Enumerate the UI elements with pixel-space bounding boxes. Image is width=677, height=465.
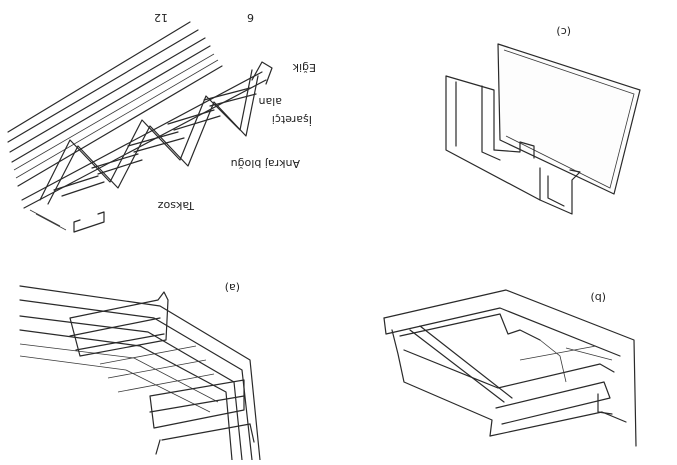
panel-b-drawing: (b) [383, 289, 637, 447]
truss-labels: 12 6 Eğik alan İşaretçi Ankraj bloğu Tak… [154, 11, 316, 212]
label-ankraj: Ankraj bloğu [231, 157, 300, 170]
label-taksoz: Taksoz [158, 199, 195, 212]
panel-label-a: (a) [225, 281, 240, 294]
panel-label-c: (c) [556, 25, 571, 38]
label-isaretci: İşaretçi [272, 113, 312, 126]
label-egik: Eğik [292, 61, 316, 74]
panel-c-drawing: (c) [445, 25, 641, 215]
label-alan: alan [258, 95, 282, 108]
label-num-6: 6 [247, 11, 254, 24]
panel-label-b: (b) [590, 291, 606, 304]
label-num-12: 12 [154, 11, 168, 24]
panel-a-drawing: (a) [19, 281, 261, 461]
truss-deck-drawing [7, 21, 273, 233]
